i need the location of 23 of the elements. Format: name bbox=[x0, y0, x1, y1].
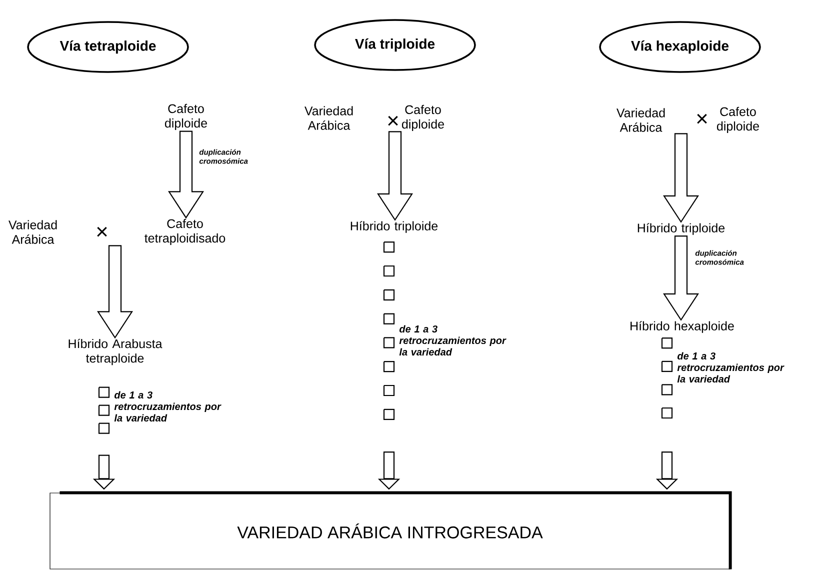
plant-label: Híbrido Arabusta tetraploide bbox=[68, 338, 162, 366]
plant-label: Cafeto tetraploidisado bbox=[144, 218, 226, 246]
plant-label: Variedad Arábica bbox=[616, 108, 665, 132]
cross-symbol: × bbox=[97, 226, 107, 237]
hollow-arrow bbox=[662, 133, 700, 223]
cross-symbol: × bbox=[697, 114, 707, 124]
plant-label: Cafeto diploide bbox=[716, 106, 759, 134]
hollow-arrow bbox=[168, 130, 204, 219]
plant-label: Híbrido triploide bbox=[638, 223, 725, 235]
plant-label: Cafeto diploide bbox=[164, 104, 207, 130]
plant-label: Variedad Arábica bbox=[304, 106, 353, 130]
plant-label: Híbrido hexaploide bbox=[630, 321, 734, 333]
edge-label: de 1 a 3 retrocruzamientos por la variedad bbox=[677, 352, 784, 383]
hollow-arrow bbox=[376, 131, 414, 221]
hollow-arrow bbox=[97, 245, 134, 339]
hollow-arrow bbox=[662, 236, 700, 321]
edge-label: de 1 a 3 retrocruzamientos por la variedad bbox=[114, 391, 222, 422]
edge-label: de 1 a 3 retrocruzamientos por la variedad bbox=[399, 325, 506, 356]
cross-symbol: × bbox=[388, 116, 398, 126]
plant-label: Híbrido triploide bbox=[350, 221, 438, 233]
plant-label: Variedad Arábica bbox=[8, 220, 57, 244]
result-box: VARIEDAD ARÁBICA INTROGRESADA bbox=[50, 491, 732, 570]
plant-label: Cafeto diploide bbox=[402, 104, 444, 132]
